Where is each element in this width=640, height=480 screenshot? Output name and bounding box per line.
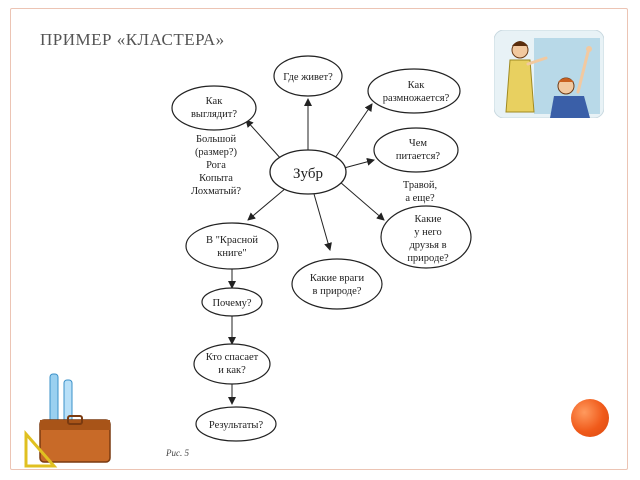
node-friends: Какие у него друзья в природе?: [380, 205, 472, 269]
node-red-book: В "Красной книге": [185, 222, 279, 270]
node-label-line: природе?: [407, 253, 449, 264]
node-label-line: Чем: [409, 138, 427, 149]
node-label: Где живет?: [283, 72, 333, 83]
node-eats: Чем питается?: [373, 127, 459, 173]
node-where-lives: Где живет?: [273, 55, 343, 97]
briefcase-tools-icon: [24, 373, 111, 468]
node-label-line: выглядит?: [191, 109, 237, 120]
node-looks: Как выглядит?: [171, 85, 257, 131]
annotation-line: а еще?: [405, 193, 435, 204]
node-label-line: питается?: [396, 151, 440, 162]
node-label-line: и как?: [218, 365, 246, 376]
node-label-line: в природе?: [313, 286, 362, 297]
accent-circle: [571, 399, 609, 437]
node-why: Почему?: [201, 287, 263, 317]
center-node: Зубр: [269, 149, 347, 195]
node-label-line: друзья в: [409, 240, 446, 251]
node-enemies: Какие враги в природе?: [291, 258, 383, 310]
looks-answers: Большой (размер?) Рога Копыта Лохматый?: [191, 134, 241, 197]
node-label-line: Какие: [415, 214, 442, 225]
node-reproduces: Как размножается?: [367, 68, 461, 114]
annotation-line: Большой: [196, 134, 237, 145]
node-label-line: Как: [408, 80, 426, 91]
node-label: Результаты?: [209, 420, 264, 431]
slide-title: ПРИМЕР «КЛАСТЕРА»: [40, 30, 225, 49]
node-label-line: у него: [414, 227, 441, 238]
eats-answers: Травой, а еще?: [403, 180, 437, 204]
teacher-student-icon: [494, 30, 604, 118]
annotation-line: (размер?): [195, 147, 238, 158]
node-label-line: книге": [217, 248, 246, 259]
node-label-line: Кто спасает: [206, 352, 259, 363]
node-label: Почему?: [212, 298, 251, 309]
figure-caption: Рис. 5: [165, 448, 189, 458]
node-label-line: Как: [206, 96, 224, 107]
annotation-line: Лохматый?: [191, 186, 241, 197]
node-label-line: В "Красной: [206, 235, 258, 246]
slide-frame: [10, 8, 628, 470]
annotation-line: Рога: [206, 160, 226, 171]
annotation-line: Травой,: [403, 180, 437, 191]
node-label-line: размножается?: [383, 93, 450, 104]
annotation-line: Копыта: [199, 173, 233, 184]
node-who-saves: Кто спасает и как?: [193, 343, 271, 385]
connectors: [228, 98, 385, 405]
node-label-line: Какие враги: [310, 273, 365, 284]
node-results: Результаты?: [195, 406, 277, 442]
center-label: Зубр: [293, 166, 323, 182]
